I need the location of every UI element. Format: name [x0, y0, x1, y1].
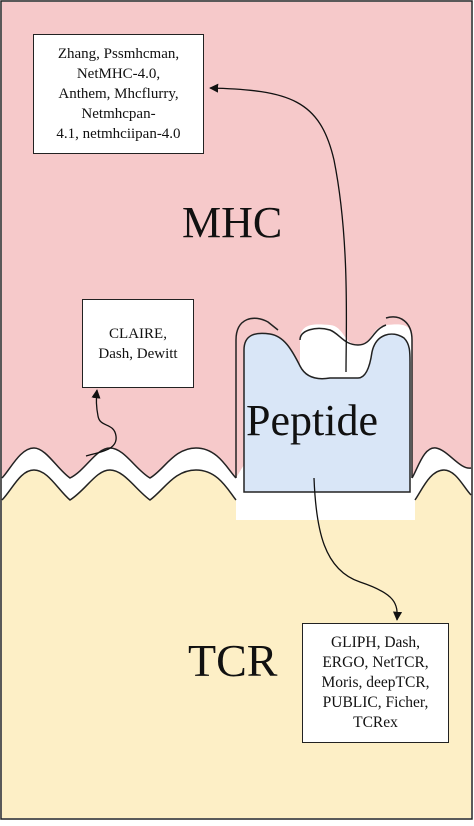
peptide-shape — [243, 332, 411, 493]
tcr-tools-text: GLIPH, Dash, ERGO, NetTCR, Moris, deepTC… — [321, 634, 430, 731]
mhc-label: MHC — [182, 198, 283, 247]
tcr-membrane-edge-right — [414, 469, 472, 501]
peptide-label: Peptide — [246, 396, 378, 445]
tcr-label: TCR — [188, 635, 278, 686]
tcr-tools-box: GLIPH, Dash, ERGO, NetTCR, Moris, deepTC… — [302, 623, 449, 743]
claire-tools-text: CLAIRE, Dash, Dewitt — [98, 325, 178, 362]
arrow-to-mhc-tools — [209, 83, 348, 373]
mhc-tools-text: Zhang, Pssmhcman, NetMHC-4.0, Anthem, Mh… — [56, 46, 181, 142]
tcr-membrane-edge — [1, 469, 237, 501]
arrow-to-claire — [85, 389, 117, 457]
mhc-pocket-edge — [235, 316, 413, 478]
mhc-membrane-edge-right — [411, 447, 472, 479]
arrow-to-tcr-tools — [313, 477, 403, 621]
mhc-tools-box: Zhang, Pssmhcman, NetMHC-4.0, Anthem, Mh… — [33, 34, 204, 154]
peptide-gap-outline — [299, 324, 387, 346]
claire-tools-box: CLAIRE, Dash, Dewitt — [82, 299, 194, 388]
